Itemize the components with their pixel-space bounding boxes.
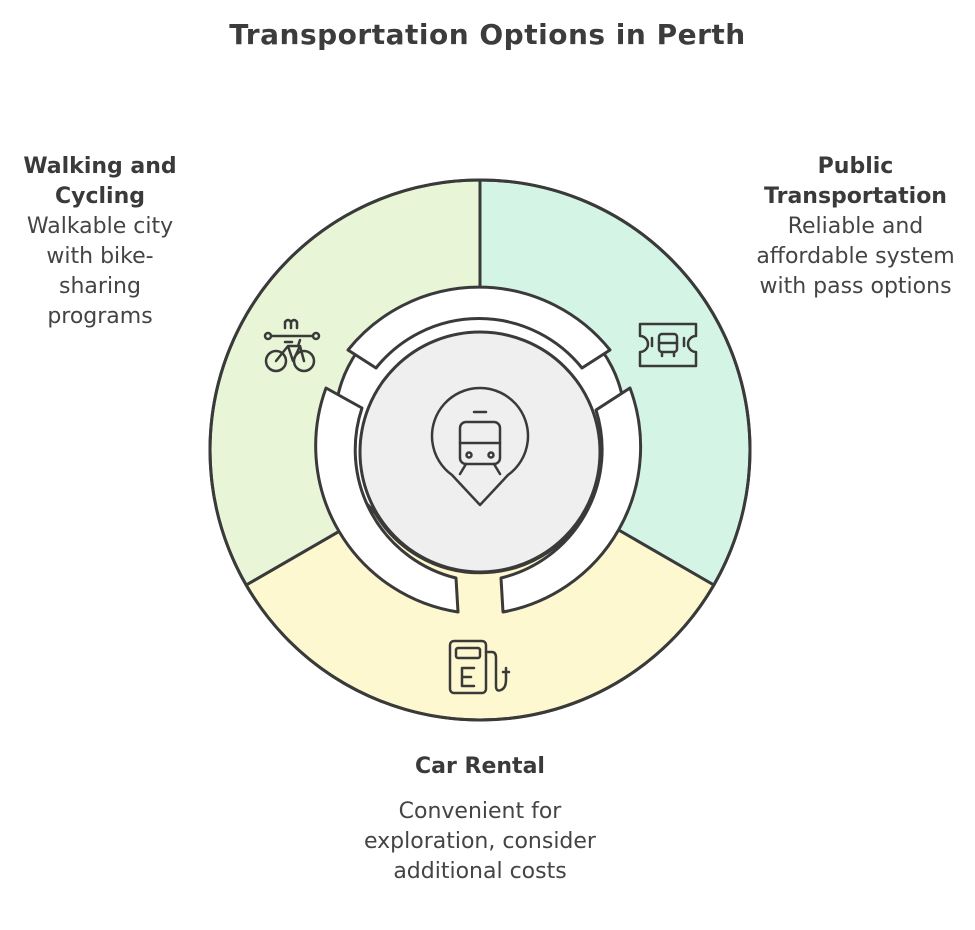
car-rental-heading: Car Rental: [415, 754, 545, 779]
walking-cycling-heading: Walking and Cycling: [23, 154, 177, 209]
inner-arc-left: [314, 386, 460, 614]
walking-cycling-description: Walkable city with bike-sharing programs: [26, 214, 174, 329]
diagram-title: Transportation Options in Perth: [229, 18, 746, 51]
label-public-transportation: Public Transportation Reliable and affor…: [748, 152, 963, 302]
bicycle-icon: [263, 318, 321, 373]
label-walking-cycling: Walking and Cycling Walkable city with b…: [10, 152, 190, 332]
public-transportation-heading: Public Transportation: [764, 154, 947, 209]
inner-arc-right: [499, 386, 643, 614]
fuel-pump-icon: [448, 639, 511, 695]
inner-arc-top: [346, 285, 612, 370]
car-rental-description: Convenient for exploration, consider add…: [364, 799, 596, 884]
bus-ticket-icon: [638, 322, 698, 368]
train-location-pin-icon: [430, 386, 530, 507]
public-transportation-description: Reliable and affordable system with pass…: [756, 214, 955, 299]
center-hub: [358, 330, 602, 574]
label-car-rental: Car Rental Convenient for exploration, c…: [360, 752, 600, 887]
